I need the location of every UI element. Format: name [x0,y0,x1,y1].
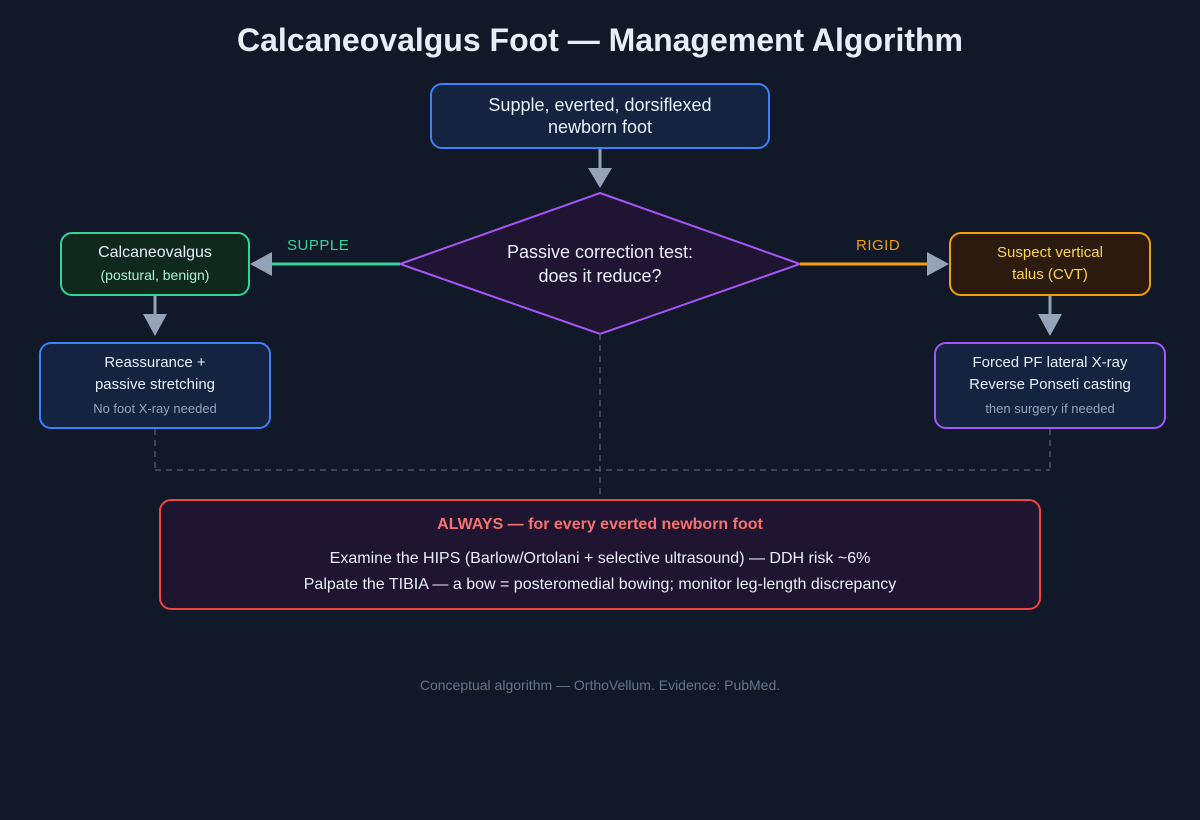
supple-management-node: Reassurance + passive stretching No foot… [39,342,271,429]
decision-line-2: does it reduce? [538,266,662,286]
arrowhead-rigid-to-mgmt [1038,314,1062,336]
supple-mgmt-line-1: Reassurance + [104,353,206,371]
rigid-mgmt-line-1: Forced PF lateral X-ray [972,353,1128,371]
page-title: Calcaneovalgus Foot — Management Algorit… [236,22,963,58]
start-node: Supple, everted, dorsiflexed newborn foo… [430,83,770,149]
dashed-connectors [154,334,1051,497]
calcaneovalgus-title: Calcaneovalgus [98,244,212,261]
rigid-mgmt-note: then surgery if needed [985,400,1115,416]
decision-label: Passive correction test: does it reduce? [440,240,760,288]
rigid-management-node: Forced PF lateral X-ray Reverse Ponseti … [934,342,1166,429]
always-line-hips: Examine the HIPS (Barlow/Ortolani + sele… [329,549,871,567]
start-node-line-2: newborn foot [547,117,653,137]
supple-mgmt-line-2: passive stretching [94,375,216,393]
always-box: ALWAYS — for every everted newborn foot … [159,499,1041,610]
supple-mgmt-note: No foot X-ray needed [93,400,217,416]
rigid-mgmt-line-2: Reverse Ponseti casting [969,375,1131,393]
arrowhead-supple-to-mgmt [143,314,167,336]
arrowhead-start-to-decision [588,168,612,188]
arrowhead-rigid-branch [927,252,949,276]
calcaneovalgus-node: Calcaneovalgus (postural, benign) [60,232,250,296]
always-line-tibia: Palpate the TIBIA — a bow = posteromedia… [303,575,897,593]
rigid-edge-label: RIGID [856,237,901,254]
decision-line-1: Passive correction test: [506,242,694,262]
start-node-line-1: Supple, everted, dorsiflexed [488,95,712,115]
vertical-talus-line-2: talus (CVT) [1012,266,1088,283]
supple-edge-label: SUPPLE [287,237,350,254]
always-heading: ALWAYS — for every everted newborn foot [437,515,763,533]
vertical-talus-node: Suspect vertical talus (CVT) [949,232,1151,296]
calcaneovalgus-subtitle: (postural, benign) [100,267,210,283]
arrowhead-supple-branch [250,252,272,276]
vertical-talus-line-1: Suspect vertical [997,244,1103,261]
footer-caption: Conceptual algorithm — OrthoVellum. Evid… [419,677,781,693]
